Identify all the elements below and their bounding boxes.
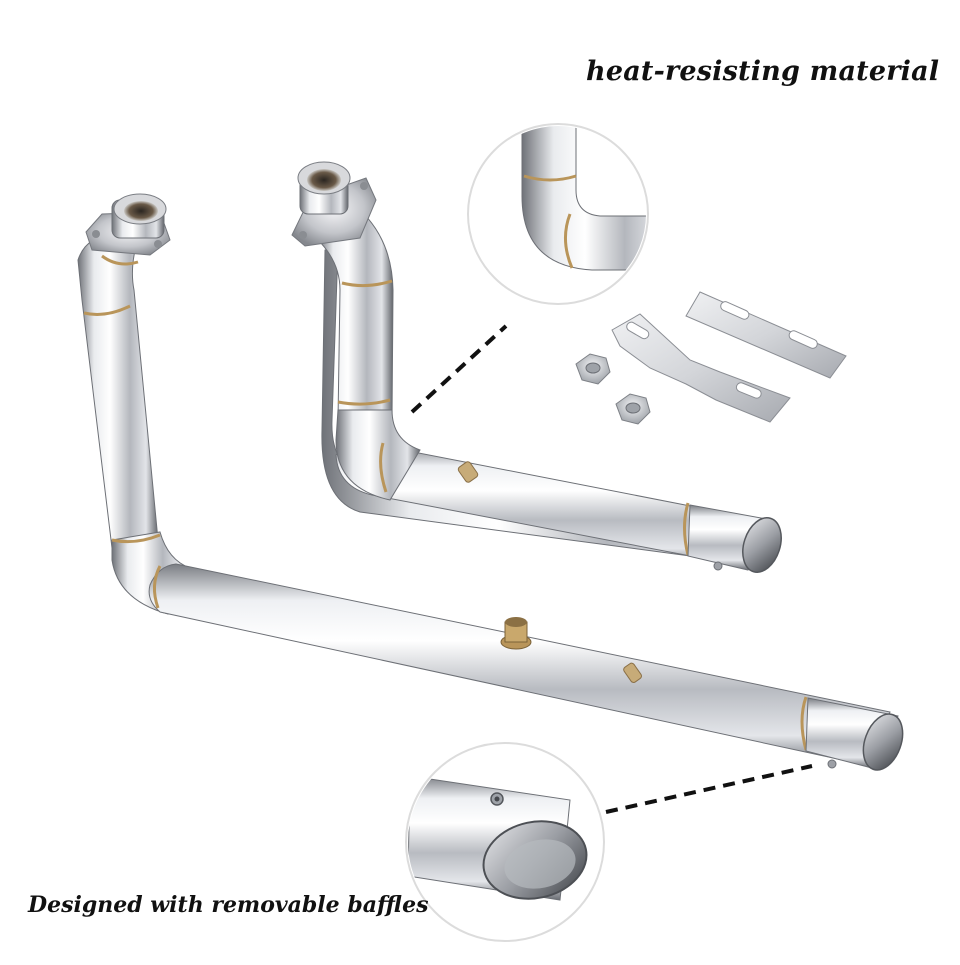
front-o2-bung — [500, 617, 532, 650]
bend-callout-line — [410, 324, 508, 414]
hex-nut — [575, 353, 611, 385]
rear-exhaust-pipe — [291, 161, 782, 573]
baffle-outlet-detail — [405, 742, 605, 942]
removable-baffles-caption: Designed with removable baffles — [28, 892, 429, 918]
baffle-callout-line — [605, 764, 813, 814]
hex-nut — [615, 393, 651, 425]
mounting-bracket-bent — [611, 313, 791, 423]
bend-weld-detail — [467, 123, 649, 305]
front-flange — [85, 193, 171, 256]
rear-flange — [291, 161, 377, 247]
heat-resisting-caption: heat-resisting material — [586, 56, 940, 87]
rear-sensor-bung — [457, 461, 479, 483]
front-exhaust-pipe — [77, 193, 904, 771]
mounting-bracket-flat — [685, 291, 847, 379]
